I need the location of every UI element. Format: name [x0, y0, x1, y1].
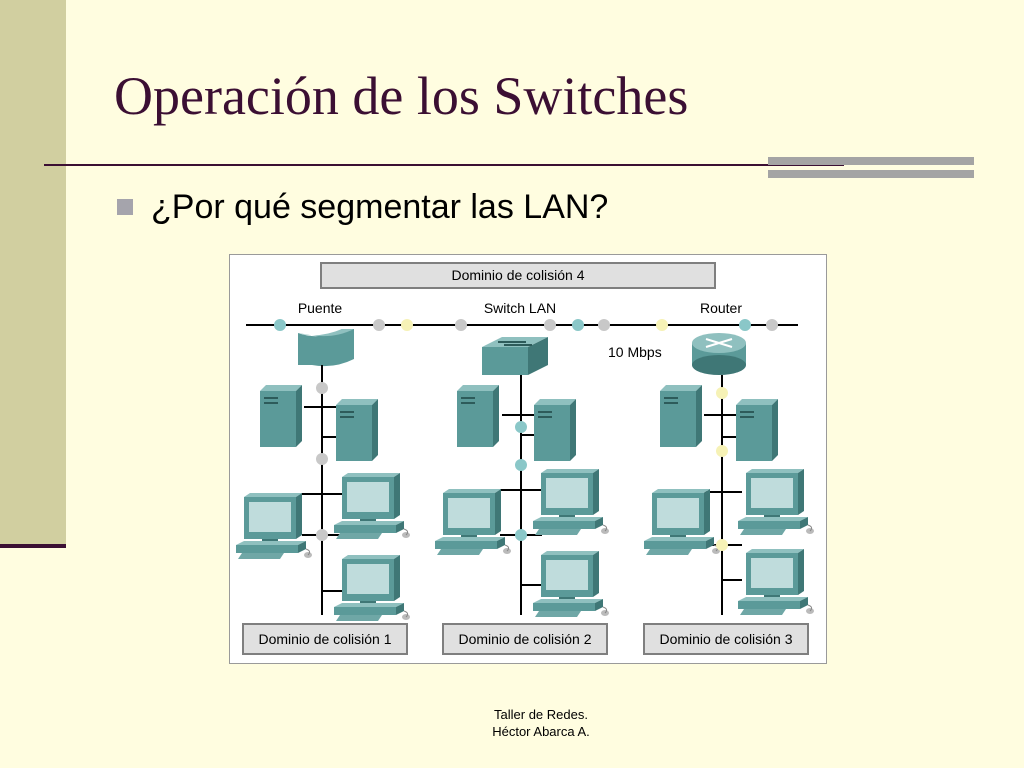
speed-label: 10 Mbps — [608, 344, 662, 360]
network-node — [716, 387, 728, 399]
slide-title: Operación de los Switches — [114, 66, 689, 126]
computer-icon — [737, 468, 815, 536]
network-node — [515, 459, 527, 471]
computer-icon — [532, 468, 610, 536]
network-node — [598, 319, 610, 331]
footer: Taller de Redes. Héctor Abarca A. — [470, 706, 612, 740]
network-node — [716, 445, 728, 457]
network-node — [515, 421, 527, 433]
bridge-label: Puente — [298, 300, 343, 316]
server-icon — [260, 385, 302, 447]
footer-author: Héctor Abarca A. — [492, 724, 590, 739]
network-node — [373, 319, 385, 331]
computer-icon — [235, 492, 313, 560]
network-node — [274, 319, 286, 331]
router-icon — [692, 333, 746, 375]
computer-icon — [643, 488, 721, 556]
switch-icon — [482, 337, 548, 375]
bullet-text: ¿Por qué segmentar las LAN? — [151, 188, 609, 226]
network-node — [656, 319, 668, 331]
network-node — [766, 319, 778, 331]
server-icon — [336, 399, 378, 461]
computer-icon — [737, 548, 815, 616]
collision-domain-1-label: Dominio de colisión 1 — [258, 631, 391, 647]
network-node — [316, 382, 328, 394]
router-label: Router — [700, 300, 742, 316]
network-node — [716, 539, 728, 551]
network-diagram: Dominio de colisión 4 Puente Switch LAN … — [229, 254, 827, 664]
collision-domain-3-label: Dominio de colisión 3 — [659, 631, 792, 647]
network-node — [572, 319, 584, 331]
network-node — [515, 529, 527, 541]
collision-domain-4-box — [320, 262, 716, 289]
computer-icon — [333, 472, 411, 540]
network-node — [316, 453, 328, 465]
collision-domain-2-label: Dominio de colisión 2 — [458, 631, 591, 647]
network-node — [544, 319, 556, 331]
bullet-square-icon — [117, 199, 133, 215]
network-node — [739, 319, 751, 331]
server-icon — [534, 399, 576, 461]
collision-domain-4-label: Dominio de colisión 4 — [451, 267, 584, 283]
rule-accent-bar — [768, 157, 974, 165]
footer-course: Taller de Redes. — [494, 707, 588, 722]
collision-domain-1-box — [242, 623, 408, 655]
computer-icon — [434, 488, 512, 556]
collision-domain-2-box — [442, 623, 608, 655]
network-node — [401, 319, 413, 331]
left-decor-band — [0, 0, 66, 548]
computer-icon — [532, 550, 610, 618]
title-rule — [44, 164, 844, 166]
left-decor-line — [0, 544, 66, 548]
server-icon — [457, 385, 499, 447]
network-node — [316, 529, 328, 541]
collision-domain-3-box — [643, 623, 809, 655]
switch-label: Switch LAN — [484, 300, 556, 316]
server-icon — [736, 399, 778, 461]
server-icon — [660, 385, 702, 447]
rule-accent-bar — [768, 170, 974, 178]
network-diagram-svg: Dominio de colisión 4 Puente Switch LAN … — [235, 262, 815, 655]
network-node — [455, 319, 467, 331]
computer-icon — [333, 554, 411, 622]
bridge-icon — [298, 329, 354, 367]
